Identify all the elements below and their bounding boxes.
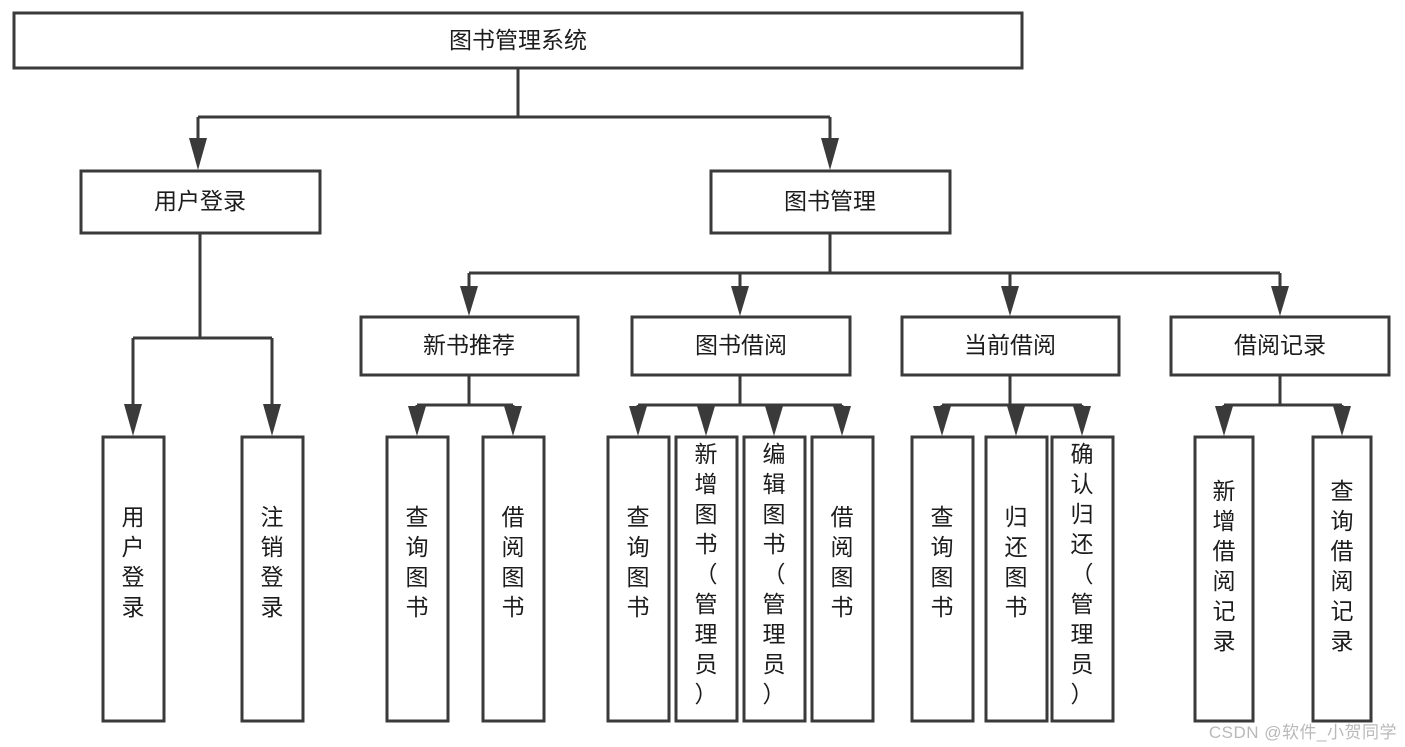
- arrow-head-book-borrow: [731, 286, 749, 316]
- node-add-borrow-record-label: 新增借阅记录: [1213, 478, 1236, 654]
- node-query-book-3-label: 查询图书: [931, 504, 954, 620]
- node-borrow-book-1-box[interactable]: [481, 435, 546, 723]
- csdn-watermark: CSDN @软件_小贺同学: [1208, 723, 1397, 742]
- node-borrow-book-2[interactable]: 借阅图书: [810, 435, 875, 723]
- node-edit-book-box[interactable]: [742, 435, 807, 723]
- node-user-login-box[interactable]: [79, 169, 322, 235]
- node-query-borrow-record-box[interactable]: [1311, 435, 1373, 723]
- node-query-book-1-label: 查询图书: [406, 504, 429, 620]
- node-borrow-record-label: 借阅记录: [1234, 332, 1326, 358]
- node-query-book-1[interactable]: 查询图书: [385, 435, 450, 723]
- node-borrow-record-box[interactable]: [1169, 315, 1391, 377]
- arrow-head-add-borrow-record: [1215, 406, 1233, 436]
- node-current-borrow-box[interactable]: [900, 315, 1121, 377]
- arrow-head-user-login: [189, 138, 207, 170]
- node-query-book-2-label: 查询图书: [627, 504, 650, 620]
- node-query-book-2-box[interactable]: [606, 435, 671, 723]
- node-root[interactable]: 图书管理系统: [12, 11, 1024, 70]
- node-current-borrow-label: 当前借阅: [964, 332, 1056, 358]
- node-borrow-book-2-label: 借阅图书: [831, 504, 854, 620]
- arrow-head-add-book: [697, 406, 715, 436]
- node-borrow-book-1-label: 借阅图书: [502, 504, 525, 620]
- arrow-head-borrow-book-1: [504, 406, 522, 436]
- arrow-head-query-borrow-record: [1333, 406, 1351, 436]
- node-borrow-record[interactable]: 借阅记录: [1169, 315, 1391, 377]
- node-book-manage[interactable]: 图书管理: [709, 169, 952, 235]
- arrow-head-query-book-1: [408, 406, 426, 436]
- arrow-head-user-logout: [263, 404, 281, 436]
- node-root-box[interactable]: [12, 11, 1024, 70]
- node-query-book-2[interactable]: 查询图书: [606, 435, 671, 723]
- arrow-head-edit-book: [765, 406, 783, 436]
- arrow-head-book-manage: [821, 138, 839, 170]
- arrow-head-user-login-do: [124, 404, 142, 436]
- arrow-head-confirm-return: [1073, 406, 1091, 436]
- node-user-login[interactable]: 用户登录: [79, 169, 322, 235]
- arrow-head-query-book-3: [933, 406, 951, 436]
- node-new-book-rec-box[interactable]: [359, 315, 580, 377]
- node-user-login-do[interactable]: 用户登录: [101, 435, 166, 723]
- node-query-book-3[interactable]: 查询图书: [910, 435, 975, 723]
- node-new-book-rec-label: 新书推荐: [423, 332, 515, 358]
- node-book-manage-box[interactable]: [709, 169, 952, 235]
- node-book-manage-label: 图书管理: [784, 188, 876, 214]
- node-add-book-label: 新增图书（管理员）: [695, 441, 718, 707]
- node-current-borrow[interactable]: 当前借阅: [900, 315, 1121, 377]
- node-add-book-box[interactable]: [674, 435, 739, 723]
- node-return-book-label: 归还图书: [1005, 504, 1028, 620]
- node-add-borrow-record[interactable]: 新增借阅记录: [1193, 435, 1255, 723]
- node-book-borrow[interactable]: 图书借阅: [630, 315, 852, 377]
- arrow-head-borrow-book-2: [833, 406, 851, 436]
- node-user-login-do-label: 用户登录: [122, 504, 145, 620]
- node-return-book[interactable]: 归还图书: [984, 435, 1049, 723]
- node-add-book[interactable]: 新增图书（管理员）: [674, 435, 739, 723]
- arrow-head-query-book-2: [629, 406, 647, 436]
- node-book-borrow-box[interactable]: [630, 315, 852, 377]
- node-borrow-book-2-box[interactable]: [810, 435, 875, 723]
- arrow-head-return-book: [1007, 406, 1025, 436]
- node-edit-book-label: 编辑图书（管理员）: [763, 441, 786, 707]
- node-query-book-3-box[interactable]: [910, 435, 975, 723]
- node-root-label: 图书管理系统: [449, 27, 587, 53]
- arrow-head-new-book-rec: [460, 286, 478, 316]
- node-confirm-return-box[interactable]: [1050, 435, 1115, 723]
- node-confirm-return-label: 确认归还（管理员）: [1071, 441, 1094, 707]
- node-user-logout-box[interactable]: [240, 435, 305, 723]
- node-book-borrow-label: 图书借阅: [695, 332, 787, 358]
- node-confirm-return[interactable]: 确认归还（管理员）: [1050, 435, 1115, 723]
- node-query-borrow-record-label: 查询借阅记录: [1331, 478, 1354, 654]
- arrow-head-current-borrow: [1001, 286, 1019, 316]
- node-user-logout[interactable]: 注销登录: [240, 435, 305, 723]
- node-user-login-do-box[interactable]: [101, 435, 166, 723]
- node-user-login-label: 用户登录: [154, 188, 246, 214]
- node-new-book-rec[interactable]: 新书推荐: [359, 315, 580, 377]
- connector-layer: [124, 68, 1351, 436]
- node-borrow-book-1[interactable]: 借阅图书: [481, 435, 546, 723]
- node-query-book-1-box[interactable]: [385, 435, 450, 723]
- node-user-logout-label: 注销登录: [261, 504, 284, 620]
- node-edit-book[interactable]: 编辑图书（管理员）: [742, 435, 807, 723]
- node-query-borrow-record[interactable]: 查询借阅记录: [1311, 435, 1373, 723]
- arrow-head-borrow-record: [1271, 286, 1289, 316]
- node-add-borrow-record-box[interactable]: [1193, 435, 1255, 723]
- node-return-book-box[interactable]: [984, 435, 1049, 723]
